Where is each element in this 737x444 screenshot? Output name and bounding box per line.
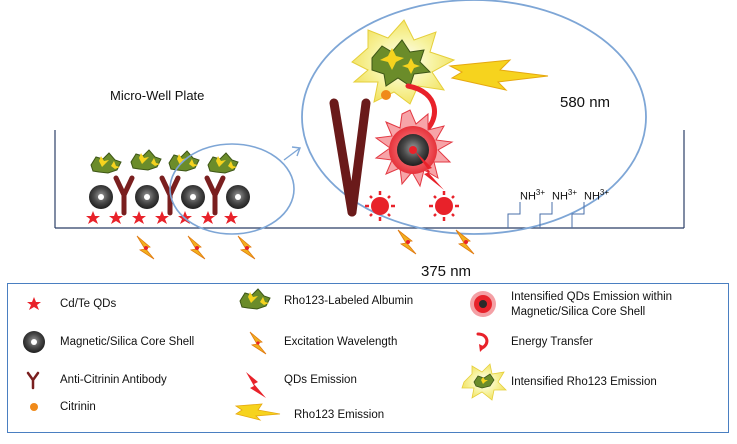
legend-icon-qd xyxy=(27,297,41,310)
legend-icon-antibody xyxy=(26,371,40,390)
excitation-bolts-zoom-cores xyxy=(406,240,468,244)
qd-emission-bolt-large xyxy=(414,150,444,190)
excitation-bolt-cores xyxy=(144,246,249,250)
legend-item-qd-emission: QDs Emission xyxy=(278,373,357,388)
legend-label-excitation: Excitation Wavelength xyxy=(284,336,398,348)
legend-label-energy-transfer: Energy Transfer xyxy=(511,336,593,348)
amine-label-3: NH3+ xyxy=(584,188,610,203)
legend-item-albumin: Rho123-Labeled Albumin xyxy=(278,294,413,309)
legend-item-intensified-qd: Intensified QDs Emission within Magnetic… xyxy=(505,290,737,320)
zoom-circle-large xyxy=(301,0,647,235)
legend-label-core-shell: Magnetic/Silica Core Shell xyxy=(60,336,195,348)
qd-sun-left xyxy=(365,191,395,221)
micro-well-plate-label: Micro-Well Plate xyxy=(110,88,205,103)
legend-label-qd: Cd/Te QDs xyxy=(60,298,117,310)
legend-label-intensified-qd: Intensified QDs Emission within Magnetic… xyxy=(511,291,673,318)
legend-item-energy-transfer: Energy Transfer xyxy=(505,335,593,350)
legend-box: Cd/Te QDs Magnetic/Silica Core Shell Ant… xyxy=(7,283,729,433)
legend-item-core-shell: Magnetic/Silica Core Shell xyxy=(54,335,194,350)
citrinin-dot xyxy=(381,90,391,100)
legend-item-excitation: Excitation Wavelength xyxy=(278,335,397,350)
zoom-circle-small xyxy=(169,143,295,235)
albumin-large xyxy=(351,19,456,105)
legend-label-rho123-emission: Rho123 Emission xyxy=(294,409,385,421)
legend-item-antibody: Anti-Citrinin Antibody xyxy=(54,373,167,388)
legend-icon-qd-emission xyxy=(246,372,266,398)
legend-icon-intensified-qd xyxy=(470,291,496,317)
amine-label-2: NH3+ xyxy=(552,188,578,203)
legend-icon-rho123-emission xyxy=(234,403,281,421)
antibody-row xyxy=(113,175,226,216)
legend-label-albumin: Rho123-Labeled Albumin xyxy=(284,295,414,307)
legend-label-intensified-rho123: Intensified Rho123 Emission xyxy=(511,376,657,388)
legend-icon-intensified-rho123 xyxy=(461,363,507,401)
legend-icon-excitation xyxy=(249,331,267,355)
amine-label-1: NH3+ xyxy=(520,188,546,203)
legend-item-intensified-rho123: Intensified Rho123 Emission xyxy=(505,375,657,390)
excitation-wavelength-label: 375 nm xyxy=(421,263,472,280)
legend-label-antibody: Anti-Citrinin Antibody xyxy=(60,374,167,386)
emission-wavelength-label: 580 nm xyxy=(560,94,611,111)
legend-item-rho123-emission: Rho123 Emission xyxy=(288,408,384,423)
legend-icon-citrinin xyxy=(30,403,38,411)
rho123-emission-bolt xyxy=(448,59,549,91)
legend-icon-core-shell xyxy=(23,331,45,353)
legend-label-citrinin: Citrinin xyxy=(60,401,96,413)
amine-linkers xyxy=(507,202,585,228)
micro-well-plate xyxy=(54,130,685,229)
qd-sun-right xyxy=(429,191,459,221)
albumin-row xyxy=(90,149,239,174)
qd-star-row xyxy=(86,211,238,224)
legend-icon-energy-transfer xyxy=(476,332,489,352)
core-shell-row xyxy=(89,185,250,209)
legend-icon-albumin xyxy=(239,288,271,310)
legend-label-qd-emission: QDs Emission xyxy=(284,374,357,386)
zoom-arrow xyxy=(283,146,301,161)
qd-core-shell-large xyxy=(374,109,454,188)
excitation-bolts-zoom xyxy=(397,229,475,255)
legend-item-citrinin: Citrinin xyxy=(54,400,96,415)
legend-item-qd: Cd/Te QDs xyxy=(54,297,116,312)
antibody-large xyxy=(329,98,371,217)
